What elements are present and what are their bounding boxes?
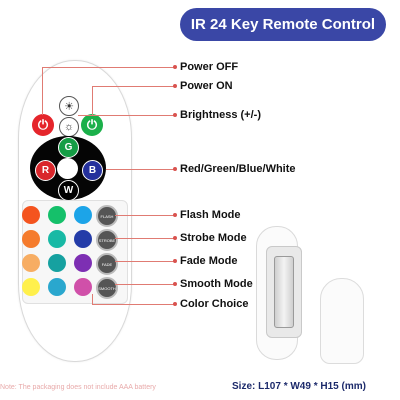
leader-power-on xyxy=(92,86,175,87)
marker-dot xyxy=(173,167,177,171)
marker-dot xyxy=(173,213,177,217)
leader-smooth xyxy=(115,284,175,285)
battery-cover xyxy=(320,278,364,364)
brightness-down-button[interactable]: ☼ xyxy=(59,117,79,137)
label-power-off: Power OFF xyxy=(180,61,239,73)
label-strobe: Strobe Mode xyxy=(180,232,247,244)
marker-dot xyxy=(173,236,177,240)
leader-rgbw xyxy=(106,169,175,170)
label-smooth: Smooth Mode xyxy=(180,278,253,290)
strobe-button[interactable]: STROBE xyxy=(96,229,118,251)
marker-dot xyxy=(173,113,177,117)
label-rgbw: Red/Green/Blue/White xyxy=(180,163,296,175)
label-fade: Fade Mode xyxy=(180,255,238,267)
leader-power-off xyxy=(42,67,175,68)
leader-fade xyxy=(115,261,175,262)
fade-button[interactable]: FADE xyxy=(96,253,118,275)
size-text: Size: L107 * W49 * H15 (mm) xyxy=(232,381,366,392)
leader-color xyxy=(92,304,175,305)
leader-power-on-v xyxy=(92,86,93,115)
leader-color-v xyxy=(92,294,93,304)
leader-power-off-v xyxy=(42,67,43,115)
label-flash: Flash Mode xyxy=(180,209,241,221)
color-button[interactable] xyxy=(74,254,92,272)
color-button[interactable] xyxy=(22,206,40,224)
label-power-on: Power ON xyxy=(180,80,233,92)
wheel-center xyxy=(57,158,78,179)
color-button[interactable] xyxy=(48,206,66,224)
page-title: IR 24 Key Remote Control xyxy=(180,8,386,41)
blue-button[interactable]: B xyxy=(82,160,103,181)
green-button[interactable]: G xyxy=(58,137,79,158)
color-button[interactable] xyxy=(74,206,92,224)
color-button[interactable] xyxy=(22,278,40,296)
marker-dot xyxy=(173,282,177,286)
marker-dot xyxy=(173,259,177,263)
color-button[interactable] xyxy=(48,254,66,272)
flash-button[interactable]: FLASH xyxy=(96,205,118,227)
smooth-button[interactable]: SMOOTH xyxy=(96,277,118,299)
power-off-button[interactable]: ⏻ xyxy=(32,114,54,136)
label-color-choice: Color Choice xyxy=(180,298,249,310)
leader-strobe xyxy=(115,238,175,239)
leader-brightness xyxy=(78,115,175,116)
red-button[interactable]: R xyxy=(35,160,56,181)
packaging-note: Note: The packaging does not include AAA… xyxy=(0,384,156,391)
label-brightness: Brightness (+/-) xyxy=(180,109,261,121)
color-button[interactable] xyxy=(74,278,92,296)
marker-dot xyxy=(173,302,177,306)
marker-dot xyxy=(173,84,177,88)
color-button[interactable] xyxy=(48,230,66,248)
white-button[interactable]: W xyxy=(58,180,79,201)
power-on-button[interactable]: ⏻ xyxy=(81,114,103,136)
leader-flash xyxy=(115,215,175,216)
color-button[interactable] xyxy=(22,254,40,272)
color-button[interactable] xyxy=(48,278,66,296)
color-button[interactable] xyxy=(74,230,92,248)
brightness-up-button[interactable]: ☀ xyxy=(59,96,79,116)
marker-dot xyxy=(173,65,177,69)
battery-image xyxy=(274,256,294,328)
color-button[interactable] xyxy=(22,230,40,248)
